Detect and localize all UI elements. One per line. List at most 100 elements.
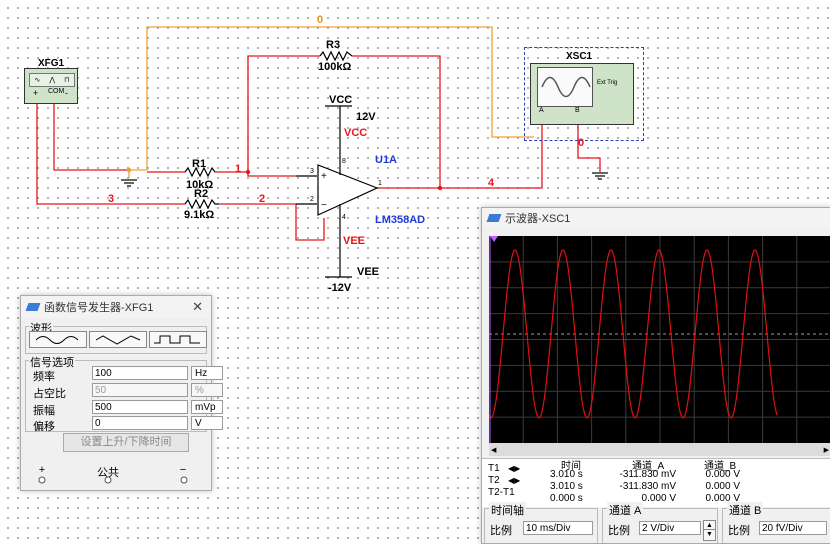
xsc1-selection-box <box>524 47 644 141</box>
square-wave-button[interactable] <box>149 331 207 348</box>
channel-a-trace <box>488 249 778 419</box>
junction-dots <box>245 169 443 191</box>
cursor-arrow-buttons[interactable]: ◀▶◀▶ <box>508 463 540 487</box>
vee-name: VEE <box>357 266 380 278</box>
function-generator-panel[interactable]: 函数信号发生器-XFG1 ✕ 波形 信号选项 频率 100 Hz 占空比 50 … <box>20 295 223 491</box>
osc-title: 示波器-XSC1 <box>505 213 571 225</box>
vee-net-label: VEE <box>343 235 366 247</box>
r2-value: 9.1kΩ <box>184 209 215 221</box>
sine-wave-button[interactable] <box>29 331 87 348</box>
spin-down-icon[interactable]: ▼ <box>703 529 716 541</box>
offset-input[interactable]: 0 <box>92 416 188 430</box>
measurement-table: T1 T2 T2-T1 ◀▶◀▶ 时间 通道_A 通道_B 3.010 s 3.… <box>482 458 830 507</box>
fg-titlebar[interactable]: 函数信号发生器-XFG1 ✕ <box>21 296 211 318</box>
sine-icon: ∿ <box>34 77 41 84</box>
multisim-icon <box>486 214 502 222</box>
opamp-symbol[interactable] <box>317 158 379 218</box>
t2-arrows-icon: ◀▶ <box>508 476 521 485</box>
r1-symbol[interactable] <box>184 166 216 178</box>
common-terminal-label: 公共 <box>97 467 119 479</box>
xfg1-label: XFG1 <box>38 58 65 69</box>
ch-a-header: 通道_A <box>632 461 665 472</box>
opamp-plus-sign: + <box>321 171 327 182</box>
channel-b-scale-input[interactable]: 20 fV/Div <box>759 521 827 535</box>
timebase-scale-input[interactable]: 10 ms/Div <box>523 521 593 535</box>
wire-red[interactable] <box>36 55 601 241</box>
channel-a-scale-label: 比例 <box>608 525 630 537</box>
channel-a-scale-input[interactable]: 2 V/Div <box>639 521 701 535</box>
r2-symbol[interactable] <box>184 198 219 210</box>
offset-label: 偏移 <box>33 421 55 433</box>
frequency-unit[interactable]: Hz <box>191 366 223 380</box>
vcc-value: 12V <box>356 111 376 123</box>
r2-name: R2 <box>194 188 209 200</box>
r3-value: 100kΩ <box>318 61 352 73</box>
xsc1-label: XSC1 <box>566 51 593 62</box>
opamp-pin-vcc: 8 <box>342 158 346 165</box>
channel-a-group: 通道 A 比例 2 V/Div ▲ ▼ <box>602 502 718 543</box>
osc-titlebar[interactable]: 示波器-XSC1 <box>482 208 830 228</box>
xfg1-wave-icons: ∿ ⋀ ⊓ <box>29 73 75 87</box>
net-label-3: 3 <box>108 193 115 205</box>
net-label-4: 4 <box>488 177 495 189</box>
minus-terminal-label: − <box>179 464 187 476</box>
scope-scrollbar[interactable]: ◀ ▶ <box>489 443 830 456</box>
square-icon: ⊓ <box>64 77 70 84</box>
offset-unit[interactable]: V <box>191 416 223 430</box>
xfg1-symbol[interactable]: ∿ ⋀ ⊓ + COM - <box>24 68 78 104</box>
amplitude-input[interactable]: 500 <box>92 400 188 414</box>
time-values: 3.010 s 3.010 s 0.000 s <box>550 469 583 504</box>
xfg1-plus-terminal: + <box>33 88 39 98</box>
channel-a-terminal-label: A <box>539 107 544 114</box>
r3-symbol[interactable] <box>319 50 353 62</box>
r3-name: R3 <box>326 39 341 51</box>
r1-name: R1 <box>192 158 207 170</box>
amplitude-label: 振幅 <box>33 405 55 417</box>
close-icon[interactable]: ✕ <box>192 299 203 314</box>
triangle-wave-button[interactable] <box>89 331 147 348</box>
frequency-label: 频率 <box>33 371 55 383</box>
xsc1-symbol[interactable]: Ext Trig A B <box>530 63 634 125</box>
duty-cycle-input: 50 <box>92 383 188 397</box>
frequency-input[interactable]: 100 <box>92 366 188 380</box>
timebase-group: 时间轴 比例 10 ms/Div <box>484 502 598 543</box>
channel-b-label: 通道 B <box>727 502 764 518</box>
opamp-pin-plus: 3 <box>310 168 314 175</box>
opamp-pin-vee: 4 <box>342 214 346 221</box>
xfg1-com-terminal: COM <box>48 88 65 95</box>
triangle-icon <box>95 335 141 345</box>
amplitude-unit[interactable]: mVp <box>191 400 223 414</box>
measure-row-labels: T1 T2 T2-T1 <box>488 463 515 498</box>
scroll-left-icon: ◀ <box>491 447 497 454</box>
triangle-icon: ⋀ <box>49 77 56 84</box>
scroll-right-icon: ▶ <box>823 447 829 454</box>
square-icon <box>154 335 200 344</box>
channel-a-label: 通道 A <box>607 502 644 518</box>
opamp-minus-sign: − <box>321 200 327 211</box>
terminal-connectors[interactable] <box>35 474 205 486</box>
vcc-name: VCC <box>329 94 353 106</box>
ext-trig-label: Ext Trig <box>597 80 618 86</box>
ch-b-values: 0.000 V 0.000 V 0.000 V <box>705 469 740 504</box>
net-label-1: 1 <box>235 163 242 175</box>
oscilloscope-window[interactable]: 示波器-XSC1 ◀ ▶ T1 T2 T2-T1 ◀▶◀▶ 时间 通道_A 通道… <box>481 207 830 544</box>
net-label-2: 2 <box>259 193 266 205</box>
signal-options-label: 信号选项 <box>29 354 75 370</box>
opamp-pin-minus: 2 <box>310 196 314 203</box>
xfg1-minus-terminal: - <box>65 88 68 98</box>
r1-value: 10kΩ <box>186 179 214 191</box>
duty-cycle-unit: % <box>191 383 223 397</box>
wire-black <box>296 105 352 278</box>
net-label-0b: 0 <box>578 137 585 149</box>
ch-a-values: -311.830 mV -311.830 mV 0.000 V <box>619 469 676 504</box>
scope-display[interactable] <box>488 236 830 443</box>
fg-title: 函数信号发生器-XFG1 <box>44 302 154 314</box>
scope-screen-icon <box>537 67 593 107</box>
vee-value: -12V <box>328 282 352 294</box>
time-header: 时间 <box>561 461 581 472</box>
timebase-label: 时间轴 <box>489 502 526 518</box>
opamp-pin-out: 1 <box>378 180 382 187</box>
channel-b-scale-label: 比例 <box>728 525 750 537</box>
rise-fall-time-button: 设置上升/下降时间 <box>63 433 189 452</box>
channel-b-terminal-label: B <box>575 107 580 114</box>
